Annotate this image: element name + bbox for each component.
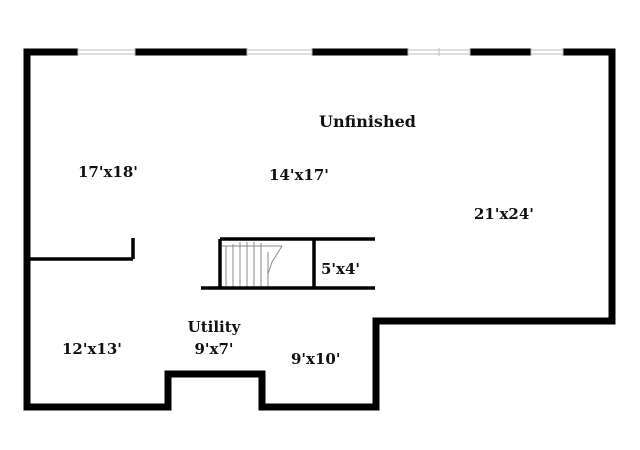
stair-wall [201,237,375,290]
closet-dimension: 5'x4' [321,260,361,278]
interior-wall [27,238,135,261]
exterior-wall [23,48,616,411]
room-dimension: 12'x13' [62,340,122,358]
room-dimension: 17'x18' [78,163,138,181]
window [530,48,564,56]
utility-room-dimension: 9'x7' [194,340,234,358]
room-dimension: 14'x17' [269,166,329,184]
window [246,48,313,56]
window [77,48,136,56]
area-title: Unfinished [319,112,416,131]
room-dimension: 9'x10' [291,350,341,368]
sliding-door [407,48,471,56]
utility-room-label: Utility 9'x7' [180,318,248,358]
room-dimension: 21'x24' [474,205,534,223]
staircase [222,242,283,286]
utility-room-name: Utility [187,318,241,336]
